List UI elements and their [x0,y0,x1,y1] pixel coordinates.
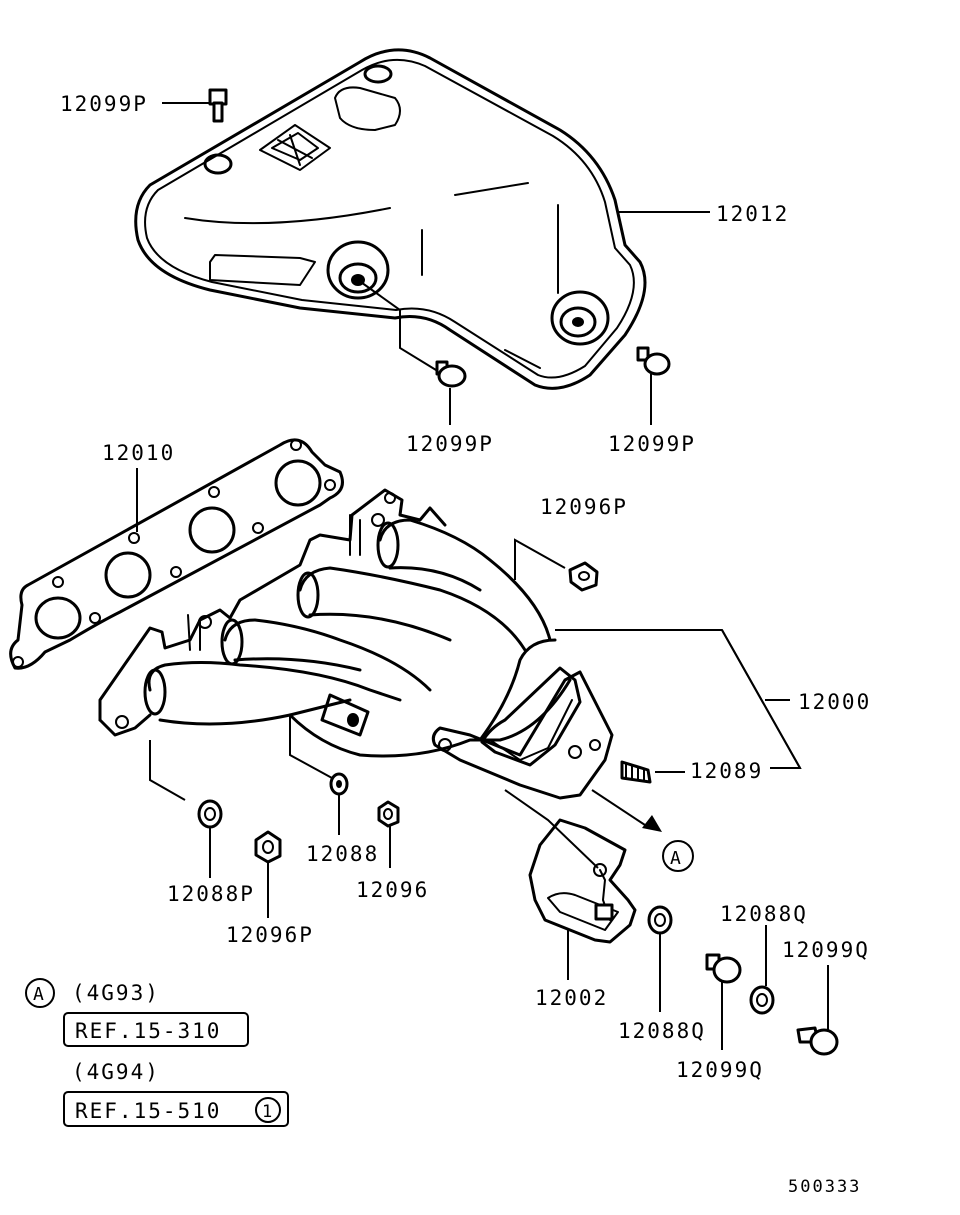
arrow-to-callout-a: A [591,789,694,872]
heat-shield-12012 [134,48,647,390]
stud-12089 [620,760,652,784]
nut-12096p-bottom [254,830,282,864]
diagram-id: 500333 [788,1177,861,1197]
legend-engine-4g94: (4G94) [72,1060,160,1084]
label-12096: 12096 [356,878,429,902]
legend-engine-4g93: (4G93) [72,981,160,1005]
label-12002: 12002 [535,986,608,1010]
legend-ref-15-310: REF.15-310 [75,1019,221,1043]
gasket-12010 [9,438,344,670]
bolt-12099p-top [208,88,228,123]
washer-12088 [329,772,349,796]
label-12099q-bottom: 12099Q [676,1058,764,1082]
label-12096p-top: 12096P [540,495,628,519]
washer-12088p [197,799,223,829]
stay-bracket-12002 [528,818,637,944]
label-12096p-bottom: 12096P [226,923,314,947]
part-labels: 12099P 12012 12099P 12099P 12010 12096P … [60,92,871,1082]
legend-marker-a: A [33,984,44,1005]
label-12088: 12088 [306,842,379,866]
label-12099p-top: 12099P [60,92,148,116]
bolt-12099q-b [796,1026,839,1056]
nut-12096p-top [568,561,599,592]
label-12089: 12089 [690,759,763,783]
bolt-12099p-right [636,346,671,376]
bolt-12099q-a [705,953,742,984]
label-12099q-top: 12099Q [782,938,870,962]
label-12000: 12000 [798,690,871,714]
callout-a-letter: A [670,848,681,869]
leader-lines [136,102,829,1050]
label-12088q-bottom: 12088Q [618,1019,706,1043]
label-12099p-right: 12099P [608,432,696,456]
label-12010: 12010 [102,441,175,465]
bolt-12099p-mid [435,360,467,388]
label-12088q-top: 12088Q [720,902,808,926]
label-12099p-mid: 12099P [406,432,494,456]
exhaust-manifold-12000 [98,488,614,800]
washer-12088q-b [749,985,775,1015]
label-12088p: 12088P [167,882,255,906]
washer-12088q-a [647,905,673,935]
legend-ref-circle-number: 1 [262,1102,272,1122]
legend: A (4G93) REF.15-310 (4G94) REF.15-510 1 [25,978,289,1127]
label-12012: 12012 [716,202,789,226]
legend-ref-15-510: REF.15-510 [75,1099,221,1123]
nut-12096 [377,800,400,828]
